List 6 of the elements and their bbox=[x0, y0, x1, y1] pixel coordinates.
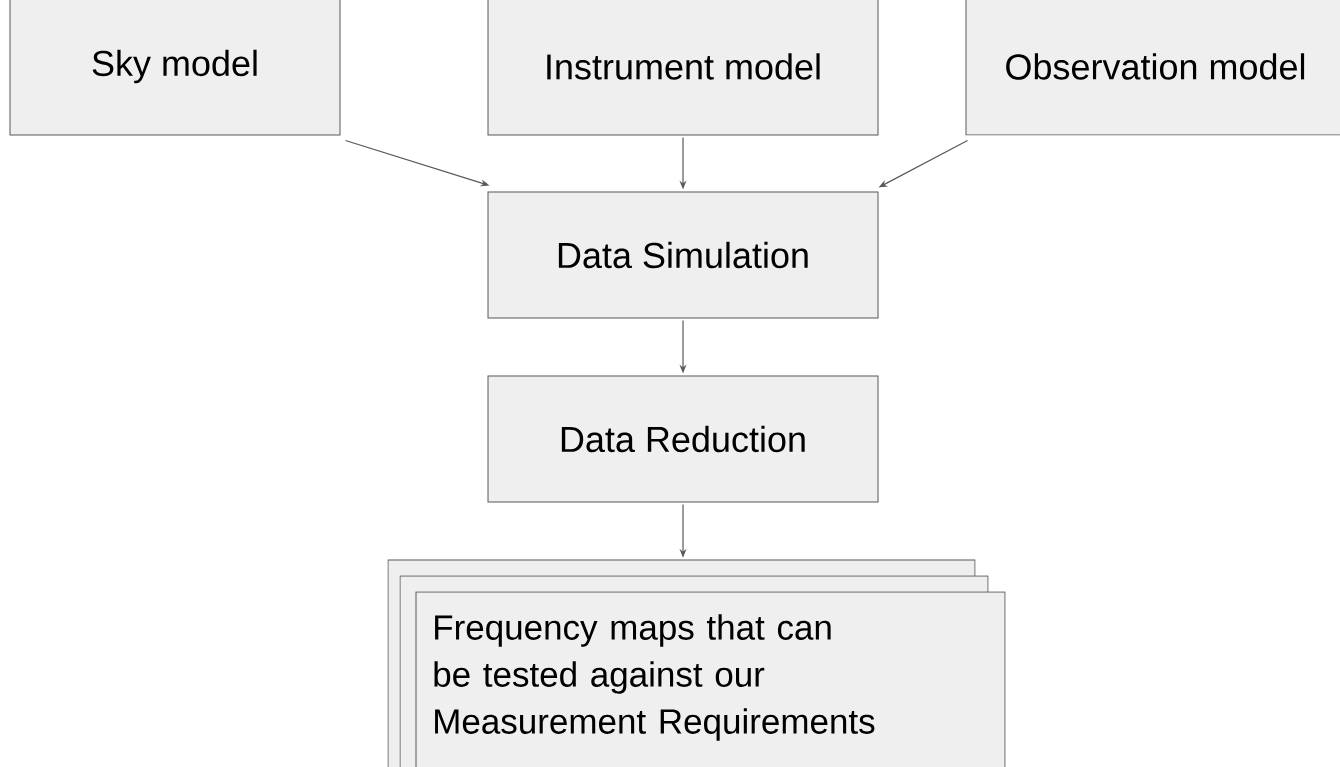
process-box: Sky model bbox=[9, 0, 341, 136]
process-box: Instrument model bbox=[487, 0, 879, 136]
process-box: Data Reduction bbox=[487, 375, 879, 503]
process-box: Data Simulation bbox=[487, 191, 879, 319]
document-stack: Frequency maps that can be tested against our Measurement Requirements bbox=[387, 559, 1006, 767]
process-box: Observation model bbox=[965, 0, 1340, 136]
